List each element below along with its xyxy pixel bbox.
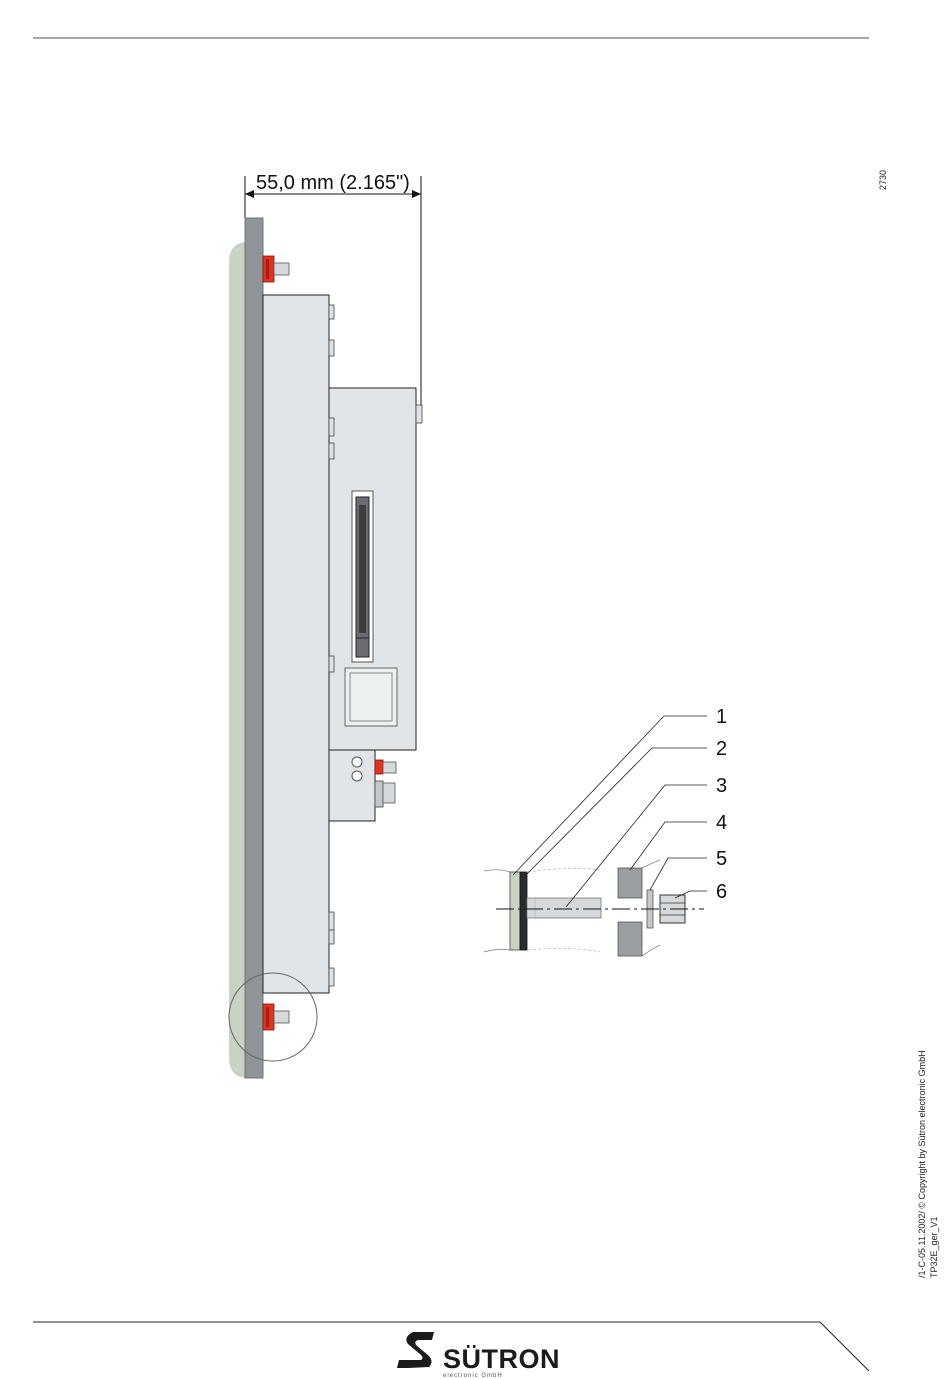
brand-name: SÜTRON <box>443 1344 560 1375</box>
page-number: 2730 <box>878 170 888 190</box>
copyright-line-1: /1-C-05.11.2002/ © Copyright by Sütron e… <box>916 1050 928 1278</box>
callout-2: 2 <box>716 738 727 760</box>
mounting-clamp-top <box>263 256 289 282</box>
dimension-label: 55,0 mm (2.165") <box>256 172 410 194</box>
panel-side <box>229 218 263 1078</box>
sutron-logo-icon <box>397 1332 434 1368</box>
connector-port <box>345 668 397 726</box>
device-housing <box>263 295 422 993</box>
callout-5: 5 <box>716 848 727 870</box>
brand-subtitle: electronic GmbH <box>443 1373 503 1379</box>
status-led <box>352 757 362 767</box>
callout-1: 1 <box>716 706 727 728</box>
status-led <box>352 771 362 781</box>
copyright-note: /1-C-05.11.2002/ © Copyright by Sütron e… <box>916 1050 940 1278</box>
callout-4: 4 <box>716 812 727 834</box>
copyright-line-2: TP32E_ger_V1 <box>928 1050 940 1278</box>
callout-3: 3 <box>716 775 727 797</box>
clamp-detail-view: 1 2 3 4 5 6 <box>484 706 727 956</box>
callout-6: 6 <box>716 881 727 903</box>
